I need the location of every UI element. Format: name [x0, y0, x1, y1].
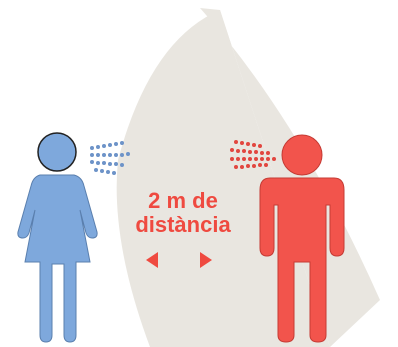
distance-cone-shape: [116, 10, 331, 347]
arrow-right-icon: [200, 252, 212, 268]
woman-body: [17, 174, 98, 343]
woman-droplets-icon: [90, 141, 130, 175]
man-droplets-icon: [230, 140, 276, 169]
man-head: [281, 134, 323, 176]
man-body: [259, 177, 345, 343]
distance-text-line1: 2 m de: [148, 188, 218, 213]
woman-figure-icon: [17, 132, 98, 343]
distance-text-line2: distància: [135, 212, 231, 237]
woman-head: [37, 132, 77, 172]
man-figure-icon: [259, 134, 345, 343]
arrow-left-icon: [146, 252, 158, 268]
